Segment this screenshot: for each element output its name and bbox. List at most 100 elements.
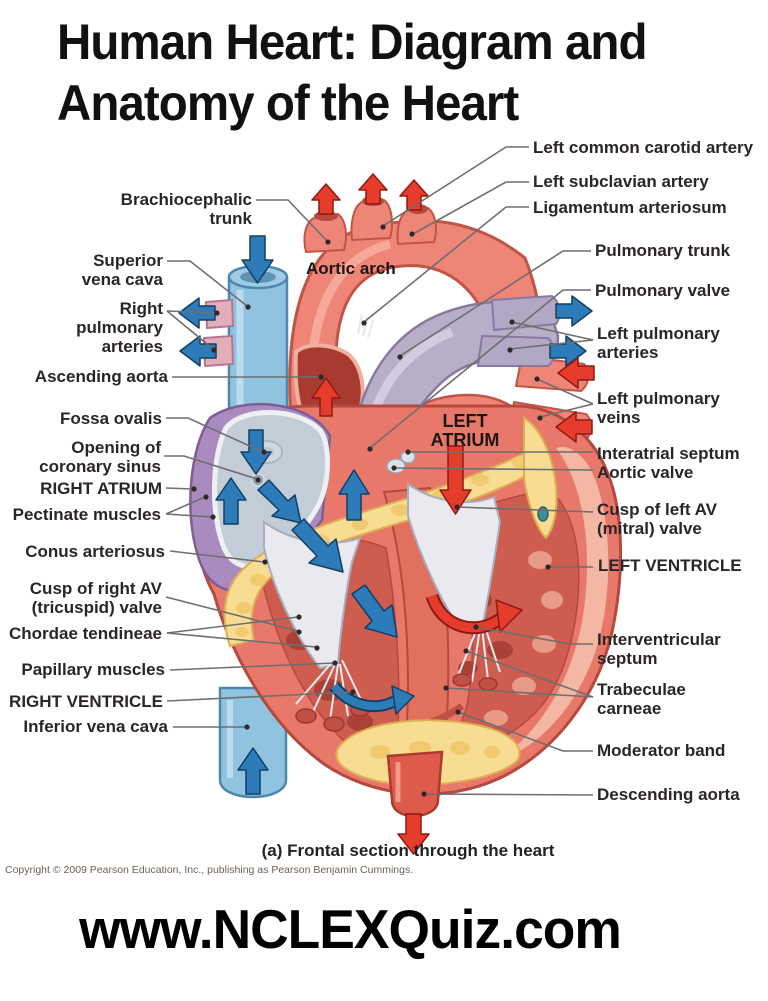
label-superior-vena-cava: Superior vena cava bbox=[81, 251, 163, 289]
leader-dot bbox=[350, 689, 356, 695]
label-left-pulmonary-arteries: Left pulmonary arteries bbox=[597, 324, 720, 362]
leader-line bbox=[166, 310, 214, 350]
flow-arrow-ivc-up bbox=[237, 747, 269, 795]
page-title: Human Heart: Diagram and Anatomy of the … bbox=[57, 14, 648, 131]
leader-dot bbox=[245, 304, 251, 310]
label-left-common-carotid-artery: Left common carotid artery bbox=[533, 138, 754, 157]
leader-line bbox=[169, 662, 335, 671]
label-right-atrium: RIGHT ATRIUM bbox=[40, 479, 162, 498]
label-conus-arteriosus: Conus arteriosus bbox=[25, 542, 165, 561]
leader-line bbox=[167, 260, 248, 307]
leader-dot bbox=[509, 319, 515, 325]
left-ventricle-wall bbox=[496, 446, 609, 762]
leader-dot bbox=[405, 449, 411, 455]
label-ligamentum-arteriosum: Ligamentum arteriosum bbox=[533, 198, 727, 217]
leader-dot bbox=[210, 514, 216, 520]
flow-arrow-lpv-upper bbox=[557, 357, 595, 389]
flow-arrow-arch-1 bbox=[311, 183, 341, 215]
leader-line bbox=[393, 467, 594, 471]
leader-dot bbox=[409, 231, 415, 237]
ligamentum-arteriosum bbox=[356, 313, 375, 339]
leader-line bbox=[363, 206, 529, 323]
label-cusp-of-left-av-valve: Cusp of left AV (mitral) valve bbox=[597, 500, 717, 538]
flow-arrow-lpa-upper bbox=[555, 295, 593, 327]
leader-dot bbox=[318, 374, 324, 380]
label-pulmonary-valve: Pulmonary valve bbox=[595, 281, 731, 300]
flow-arrow-svc bbox=[241, 235, 274, 284]
flow-arrow-lpv-lower bbox=[555, 411, 593, 443]
leader-line bbox=[369, 289, 591, 449]
flow-arrow-lv-curve bbox=[427, 594, 507, 633]
leader-line bbox=[166, 417, 264, 453]
flow-arrow-ra-down bbox=[240, 429, 272, 475]
leader-dot bbox=[443, 685, 449, 691]
flow-arrow-tricuspid bbox=[257, 479, 302, 524]
leader-line bbox=[166, 691, 353, 702]
flow-arrow-ra-up bbox=[215, 477, 247, 525]
leader-dot bbox=[332, 660, 338, 666]
label-descending-aorta: Descending aorta bbox=[597, 785, 740, 804]
label-inferior-vena-cava: Inferior vena cava bbox=[23, 717, 168, 736]
leader-line bbox=[456, 506, 594, 513]
flow-arrow-rv-down bbox=[351, 584, 398, 638]
label-papillary-muscles: Papillary muscles bbox=[21, 660, 165, 679]
figure-caption: (a) Frontal section through the heart bbox=[261, 841, 555, 860]
label-ascending-aorta: Ascending aorta bbox=[34, 367, 168, 386]
label-left-pulmonary-veins: Left pulmonary veins bbox=[597, 389, 720, 427]
aortic-valve-cusps bbox=[386, 450, 416, 474]
leader-line bbox=[165, 487, 194, 490]
papillary-muscle bbox=[295, 708, 317, 724]
label-left-ventricle: LEFT VENTRICLE bbox=[598, 556, 742, 575]
label-pectinate-muscles: Pectinate muscles bbox=[12, 505, 161, 524]
label-right-ventricle: RIGHT VENTRICLE bbox=[9, 692, 163, 711]
leader-line bbox=[412, 181, 529, 235]
papillary-muscle bbox=[478, 677, 498, 691]
leader-dot bbox=[244, 724, 250, 730]
leader-dot bbox=[455, 709, 461, 715]
leader-dot bbox=[454, 504, 460, 510]
leader-dot bbox=[214, 310, 220, 316]
flow-arrow-arch-2 bbox=[358, 173, 388, 205]
label-pulmonary-trunk: Pulmonary trunk bbox=[595, 241, 731, 260]
leader-dot bbox=[262, 559, 268, 565]
leader-dot bbox=[391, 465, 397, 471]
label-left-subclavian-artery: Left subclavian artery bbox=[533, 172, 709, 191]
leader-line bbox=[382, 146, 529, 227]
leader-dot bbox=[314, 645, 320, 651]
website-footer: www.NCLEXQuiz.com bbox=[79, 898, 622, 960]
label-opening-of-coronary-sinus: Opening of coronary sinus bbox=[39, 438, 161, 476]
leader-dot bbox=[421, 791, 427, 797]
leader-dot bbox=[545, 564, 551, 570]
leader-dot bbox=[361, 320, 367, 326]
leader-line bbox=[256, 199, 328, 242]
leader-line bbox=[445, 687, 594, 698]
flow-arrow-la-down bbox=[439, 445, 472, 515]
leader-dot bbox=[537, 415, 543, 421]
leader-dot bbox=[255, 477, 261, 483]
leader-dot bbox=[397, 354, 403, 360]
leader-line bbox=[166, 632, 317, 648]
descending-aorta-vessel bbox=[386, 750, 444, 818]
leader-dot bbox=[473, 624, 479, 630]
leader-line bbox=[399, 250, 591, 357]
papillary-muscle bbox=[323, 716, 345, 732]
flow-arrow-rv-inflow bbox=[291, 518, 344, 573]
label-chordae-tendineae: Chordae tendineae bbox=[8, 624, 162, 643]
flow-arrow-desc-aorta bbox=[397, 813, 430, 855]
leader-line bbox=[465, 650, 594, 698]
leader-line bbox=[511, 321, 594, 341]
leader-dot bbox=[203, 494, 209, 500]
label-moderator-band: Moderator band bbox=[597, 741, 726, 760]
label-interatrial-septum: Interatrial septum bbox=[597, 444, 740, 463]
leader-dot bbox=[261, 449, 267, 455]
flow-arrow-rpa-lower bbox=[179, 335, 217, 367]
leader-dot bbox=[325, 239, 331, 245]
label-cusp-of-right-av-valve: Cusp of right AV (tricuspid) valve bbox=[29, 579, 162, 617]
papillary-muscle bbox=[452, 673, 472, 687]
label-fossa-ovalis: Fossa ovalis bbox=[59, 409, 162, 428]
leader-dot bbox=[296, 629, 302, 635]
label-right-pulmonary-arteries: Right pulmonary arteries bbox=[76, 299, 163, 356]
leader-line bbox=[423, 793, 594, 796]
leader-line bbox=[536, 378, 594, 405]
leader-dot bbox=[380, 224, 386, 230]
